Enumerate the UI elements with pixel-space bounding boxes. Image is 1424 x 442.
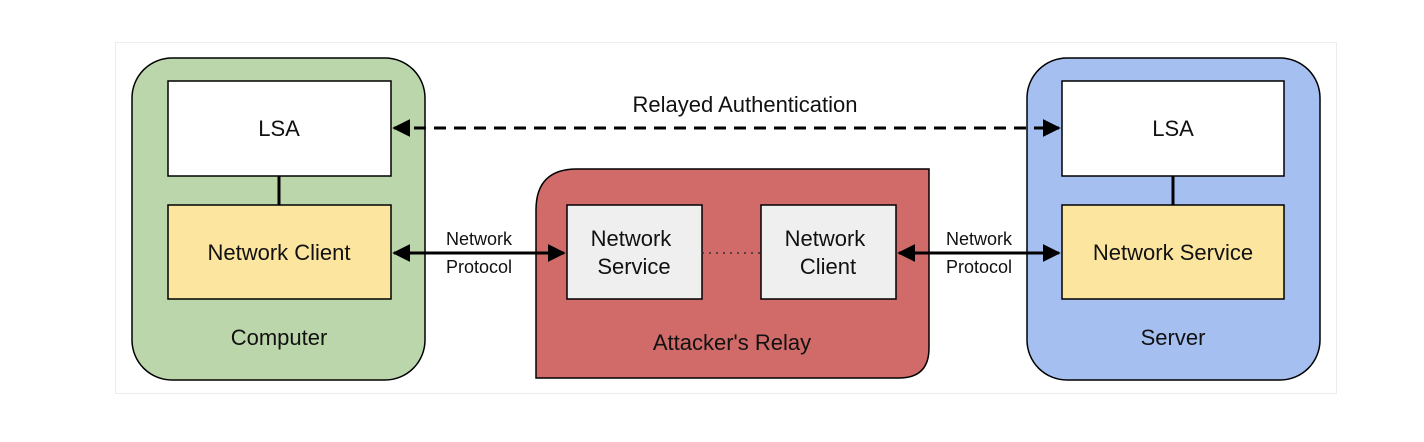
computer-lsa-label: LSA [258,116,300,141]
left-protocol-line2: Protocol [446,257,512,277]
server-lsa-label: LSA [1152,116,1194,141]
relay-service-label-line2: Service [597,254,670,279]
relay-network-client-box [760,204,897,300]
relay-service-label-line1: Network [591,226,673,251]
right-protocol-line2: Protocol [946,257,1012,277]
left-protocol-label: Network [446,229,513,249]
computer-title: Computer [231,325,328,350]
relay-service-label: Network Service [591,226,678,279]
relay-client-label-line2: Client [800,254,856,279]
computer-lsa-box [167,80,392,177]
relay-title: Attacker's Relay [653,330,811,355]
network-service-label: Network Service [1093,240,1253,265]
relay-client-label: Network Client [785,226,872,279]
left-protocol-label-2: Protocol [446,257,512,277]
right-protocol-line1: Network [946,229,1013,249]
right-protocol-label-2: Protocol [946,257,1012,277]
network-service-box [1061,204,1285,300]
right-protocol-label: Network [946,229,1013,249]
server-title: Server [1141,325,1206,350]
relay-network-service-box [566,204,703,300]
server-lsa-box [1061,80,1285,177]
network-client-label: Network Client [207,240,350,265]
network-client-box [167,204,392,300]
relayed-authentication-label: Relayed Authentication [632,92,857,117]
left-protocol-line1: Network [446,229,513,249]
relay-client-label-line1: Network [785,226,867,251]
